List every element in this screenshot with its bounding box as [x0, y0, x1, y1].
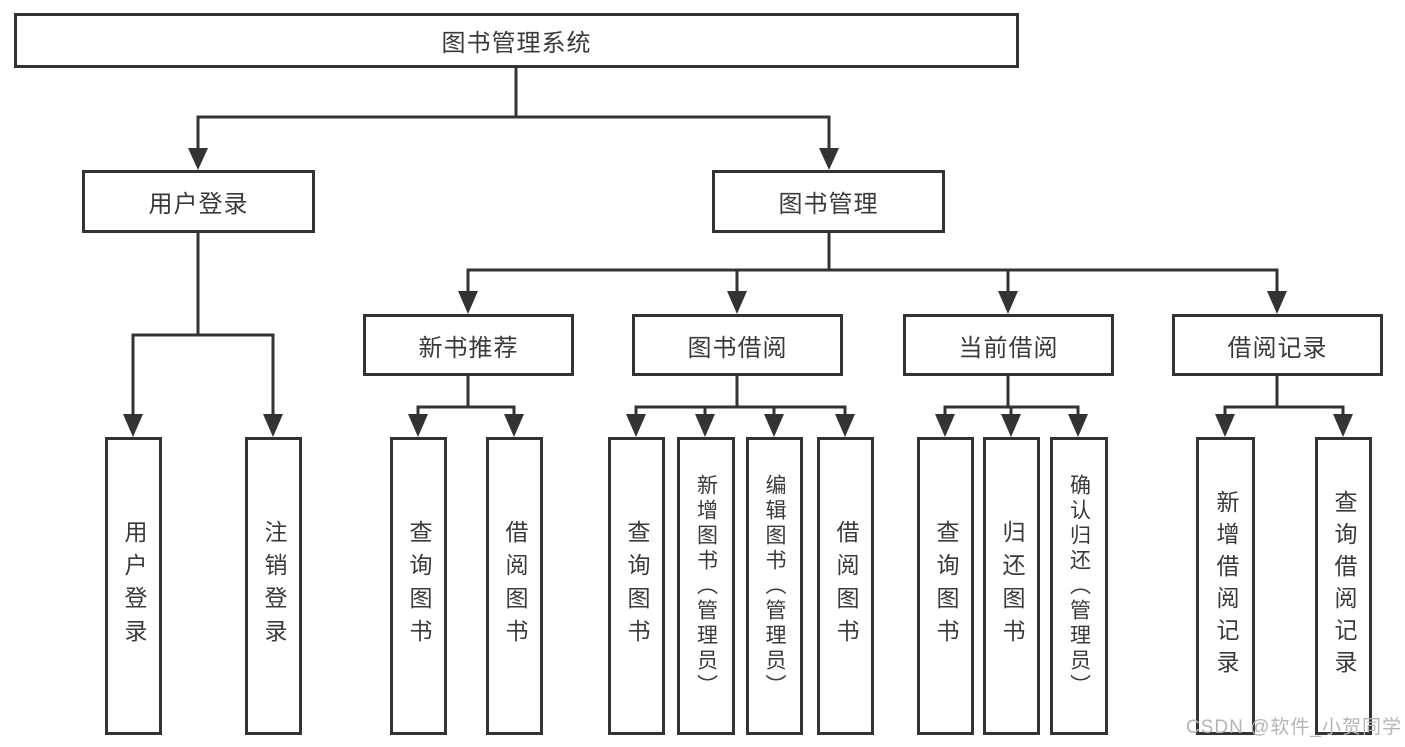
- node-root: 图书管理系统: [14, 13, 1019, 68]
- arrowhead-leaf1: [123, 414, 143, 437]
- leaf-query-books-recommend-label: 查询图书: [406, 520, 432, 652]
- leaf-logout-label: 注销登录: [261, 520, 287, 652]
- node-book-management: 图书管理: [712, 170, 945, 233]
- arrowhead-leaf13: [1333, 414, 1353, 437]
- leaf-query-books-recommend: 查询图书: [390, 437, 447, 735]
- arrowhead-leaf6: [695, 414, 715, 437]
- leaf-logout: 注销登录: [245, 437, 302, 735]
- leaf-add-borrow-record: 新增借阅记录: [1196, 437, 1255, 735]
- arrowhead-leaf12: [1215, 414, 1235, 437]
- leaf-borrow-books-label: 借阅图书: [833, 520, 859, 652]
- arrowhead-leaf11: [1068, 414, 1088, 437]
- leaf-user-login: 用户登录: [105, 437, 162, 735]
- leaf-edit-books-admin-label: 编辑图书（管理员）: [763, 473, 786, 699]
- leaf-query-books-current-label: 查询图书: [933, 520, 959, 652]
- arrowhead-leaf7: [764, 414, 784, 437]
- node-borrowing-records: 借阅记录: [1172, 314, 1383, 376]
- leaf-borrow-books: 借阅图书: [817, 437, 874, 735]
- leaf-borrow-books-recommend: 借阅图书: [486, 437, 543, 735]
- leaf-return-books: 归还图书: [983, 437, 1040, 735]
- leaf-query-books-borrow: 查询图书: [608, 437, 665, 735]
- arrowhead-user-login: [188, 148, 208, 170]
- arrowhead-leaf5: [626, 414, 646, 437]
- node-current-borrowing: 当前借阅: [903, 314, 1114, 376]
- node-user-login: 用户登录: [82, 170, 315, 233]
- arrowhead-leaf9: [935, 414, 955, 437]
- node-new-book-recommendation: 新书推荐: [363, 314, 574, 376]
- leaf-query-books-current: 查询图书: [917, 437, 974, 735]
- arrowhead-leaf3: [408, 414, 428, 437]
- arrowhead-l3-1: [458, 291, 478, 314]
- arrowhead-l3-4: [1267, 291, 1287, 314]
- arrowhead-leaf8: [835, 414, 855, 437]
- leaf-confirm-return-admin-label: 确认归还（管理员）: [1067, 473, 1091, 699]
- leaf-confirm-return-admin: 确认归还（管理员）: [1050, 437, 1108, 735]
- arrowhead-leaf2: [263, 414, 283, 437]
- leaf-return-books-label: 归还图书: [999, 520, 1025, 652]
- leaf-query-books-borrow-label: 查询图书: [624, 520, 650, 652]
- arrowhead-l3-3: [998, 291, 1018, 314]
- node-book-borrowing: 图书借阅: [632, 314, 843, 376]
- leaf-query-borrow-record-label: 查询借阅记录: [1331, 490, 1357, 682]
- leaf-add-books-admin: 新增图书（管理员）: [677, 437, 735, 735]
- leaf-edit-books-admin: 编辑图书（管理员）: [746, 437, 803, 735]
- arrowhead-book-mgmt: [819, 148, 839, 170]
- leaf-query-borrow-record: 查询借阅记录: [1315, 437, 1372, 735]
- arrowhead-leaf4: [504, 414, 524, 437]
- arrowhead-l3-2: [727, 291, 747, 314]
- watermark-text: CSDN @软件_小贺同学: [1186, 717, 1402, 738]
- leaf-borrow-books-recommend-label: 借阅图书: [502, 520, 528, 652]
- leaf-add-books-admin-label: 新增图书（管理员）: [694, 473, 718, 699]
- leaf-add-borrow-record-label: 新增借阅记录: [1213, 490, 1239, 682]
- leaf-user-login-label: 用户登录: [121, 520, 147, 652]
- arrowhead-leaf10: [1001, 414, 1021, 437]
